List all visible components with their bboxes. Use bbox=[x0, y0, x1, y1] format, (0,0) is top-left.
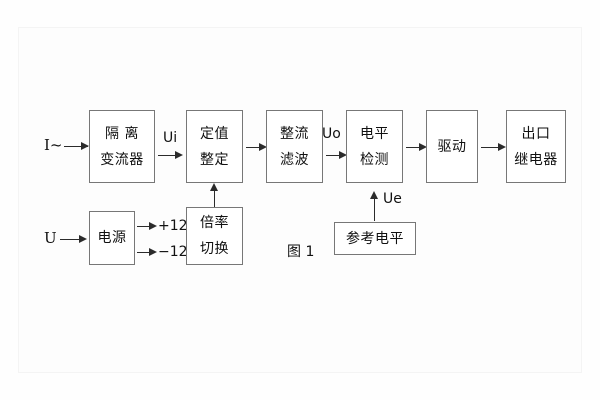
block-output-relay: 出口 继电器 bbox=[506, 110, 566, 183]
signal-label-ue: Ue bbox=[383, 191, 402, 207]
connector-isolation-to-setting bbox=[158, 155, 178, 156]
connector-power-neg12 bbox=[137, 252, 153, 253]
connector-reference-to-level bbox=[374, 196, 375, 221]
block-output-relay-line2: 继电器 bbox=[514, 151, 558, 168]
block-setting-value-line2: 整定 bbox=[200, 151, 229, 168]
block-rectify-filter-line1: 整流 bbox=[280, 125, 309, 142]
block-rectify-filter-line2: 滤波 bbox=[280, 151, 309, 168]
arrowhead-ue bbox=[369, 191, 378, 199]
arrowhead-neg12 bbox=[149, 247, 157, 256]
block-reference-level: 参考电平 bbox=[334, 222, 416, 255]
arrowhead-ui bbox=[175, 150, 183, 159]
connector-level-to-drive bbox=[406, 147, 423, 148]
block-isolation-ct: 隔 离 变流器 bbox=[89, 110, 155, 183]
connector-setting-to-rectify bbox=[246, 147, 263, 148]
figure-caption: 图 1 bbox=[287, 244, 315, 260]
block-rectify-filter: 整流 滤波 bbox=[266, 110, 323, 183]
arrowhead-uo bbox=[339, 150, 347, 159]
connector-voltage-to-power bbox=[60, 239, 84, 240]
arrowhead-level-to-drive bbox=[419, 142, 427, 151]
connector-power-pos12 bbox=[137, 226, 153, 227]
input-label-current: I~ bbox=[44, 136, 63, 154]
arrowhead-pos12 bbox=[149, 221, 157, 230]
block-setting-value-line1: 定值 bbox=[200, 125, 229, 142]
block-multiplier-switch-line1: 倍率 bbox=[200, 215, 229, 231]
connector-multiplier-to-setting bbox=[214, 188, 215, 207]
block-drive: 驱动 bbox=[426, 110, 478, 183]
signal-label-ui: Ui bbox=[163, 130, 178, 146]
connector-drive-to-relay bbox=[481, 147, 503, 148]
block-power-supply: 电源 bbox=[89, 211, 135, 265]
block-isolation-ct-line2: 变流器 bbox=[100, 151, 144, 168]
block-level-detection-line1: 电平 bbox=[360, 125, 389, 142]
block-multiplier-switch: 倍率 切换 bbox=[186, 207, 243, 265]
arrowhead-multiplier-to-setting bbox=[209, 183, 218, 191]
block-isolation-ct-line1: 隔 离 bbox=[105, 125, 139, 142]
block-level-detection-line2: 检测 bbox=[360, 151, 389, 168]
connector-current-to-isolation bbox=[64, 146, 88, 147]
block-multiplier-switch-line2: 切换 bbox=[200, 241, 229, 257]
arrowhead-voltage-input bbox=[79, 234, 87, 243]
input-label-voltage: U bbox=[44, 229, 57, 247]
connector-rectify-to-level bbox=[326, 155, 343, 156]
block-output-relay-line1: 出口 bbox=[521, 125, 551, 142]
figure-plate bbox=[18, 27, 582, 373]
arrowhead-setting-to-rectify bbox=[259, 142, 267, 151]
arrowhead-current-input bbox=[81, 141, 89, 150]
signal-label-uo: Uo bbox=[322, 126, 341, 142]
block-setting-value: 定值 整定 bbox=[186, 110, 243, 183]
block-level-detection: 电平 检测 bbox=[346, 110, 403, 183]
arrowhead-drive-to-relay bbox=[498, 142, 506, 151]
block-drive-line1: 驱动 bbox=[437, 138, 467, 155]
block-power-supply-line1: 电源 bbox=[97, 230, 127, 246]
block-reference-level-line1: 参考电平 bbox=[346, 230, 404, 247]
